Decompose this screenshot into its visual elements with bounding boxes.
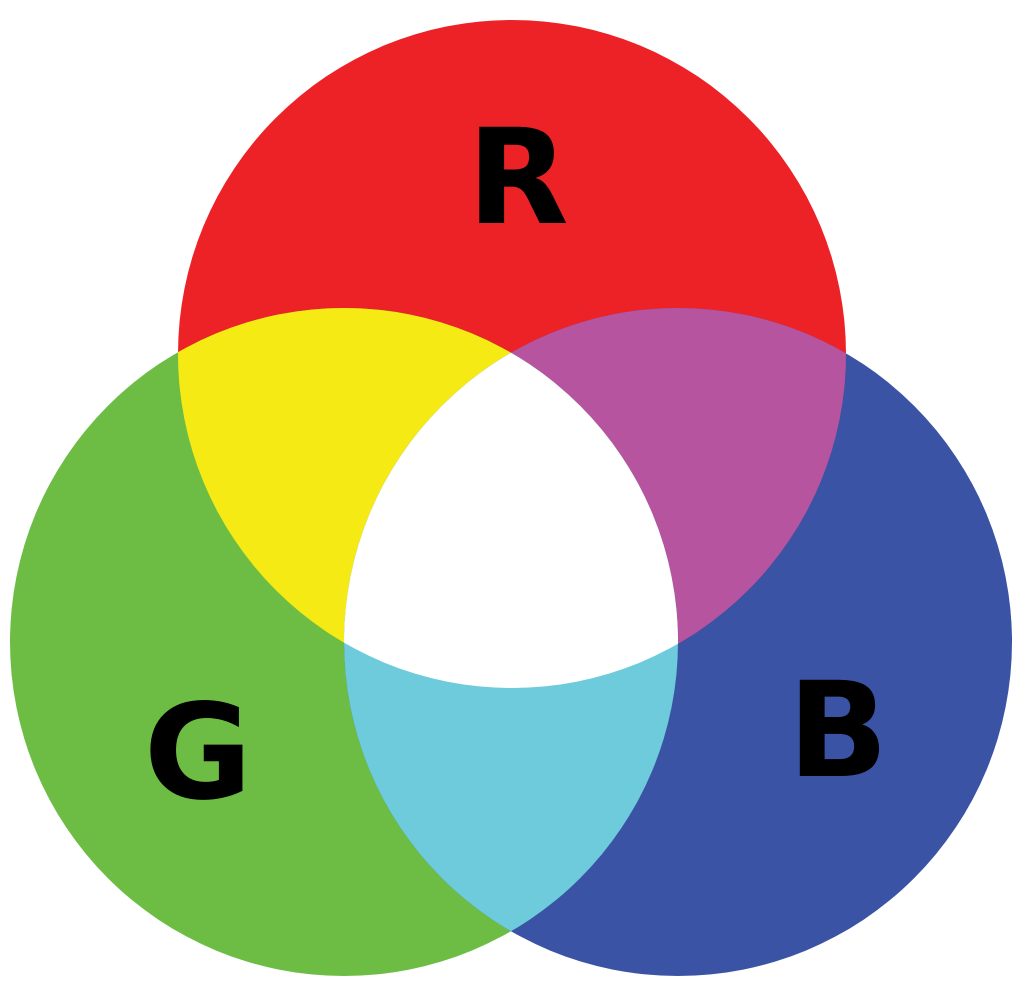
red-label: R <box>467 101 569 255</box>
green-label: G <box>144 676 252 830</box>
blue-label: B <box>788 654 889 808</box>
center-overlap <box>344 308 678 688</box>
